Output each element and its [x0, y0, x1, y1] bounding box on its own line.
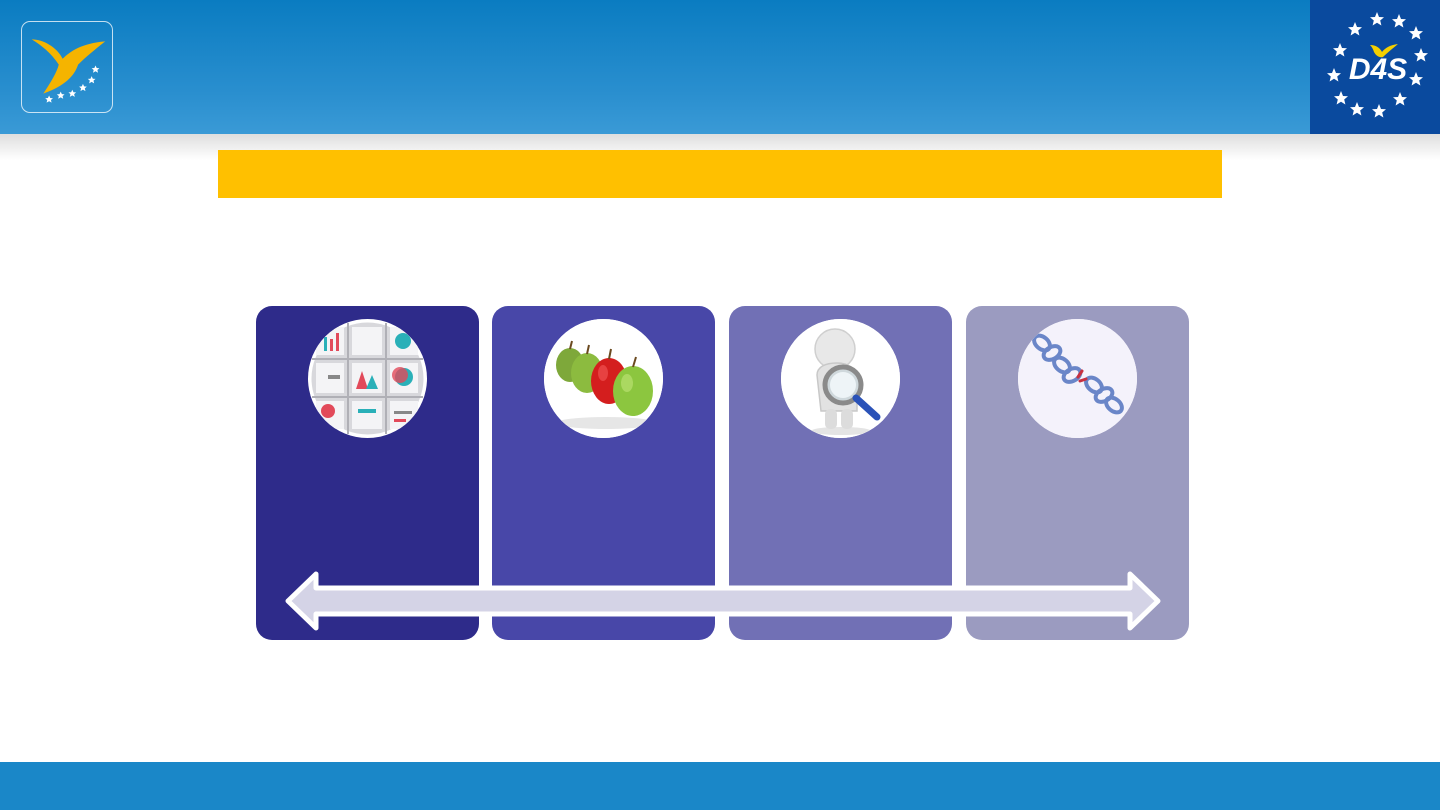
- apples-icon: [544, 319, 663, 438]
- footer-bar: [0, 762, 1440, 810]
- card-4: [966, 306, 1189, 640]
- card-1: [256, 306, 479, 640]
- double-headed-arrow-icon: [284, 570, 1162, 632]
- d4s-logo-text: D4S: [1349, 53, 1407, 86]
- header-bar: D4S: [0, 0, 1440, 134]
- eu-stars-logo-icon: D4S: [1310, 0, 1440, 134]
- card-3: [729, 306, 952, 640]
- title-bar: [218, 150, 1222, 198]
- card-2: [492, 306, 715, 640]
- bird-stars-logo-icon: [21, 21, 113, 113]
- charts-grid-icon: [308, 319, 427, 438]
- magnifying-glass-figure-icon: [781, 319, 900, 438]
- broken-chain-icon: [1018, 319, 1137, 438]
